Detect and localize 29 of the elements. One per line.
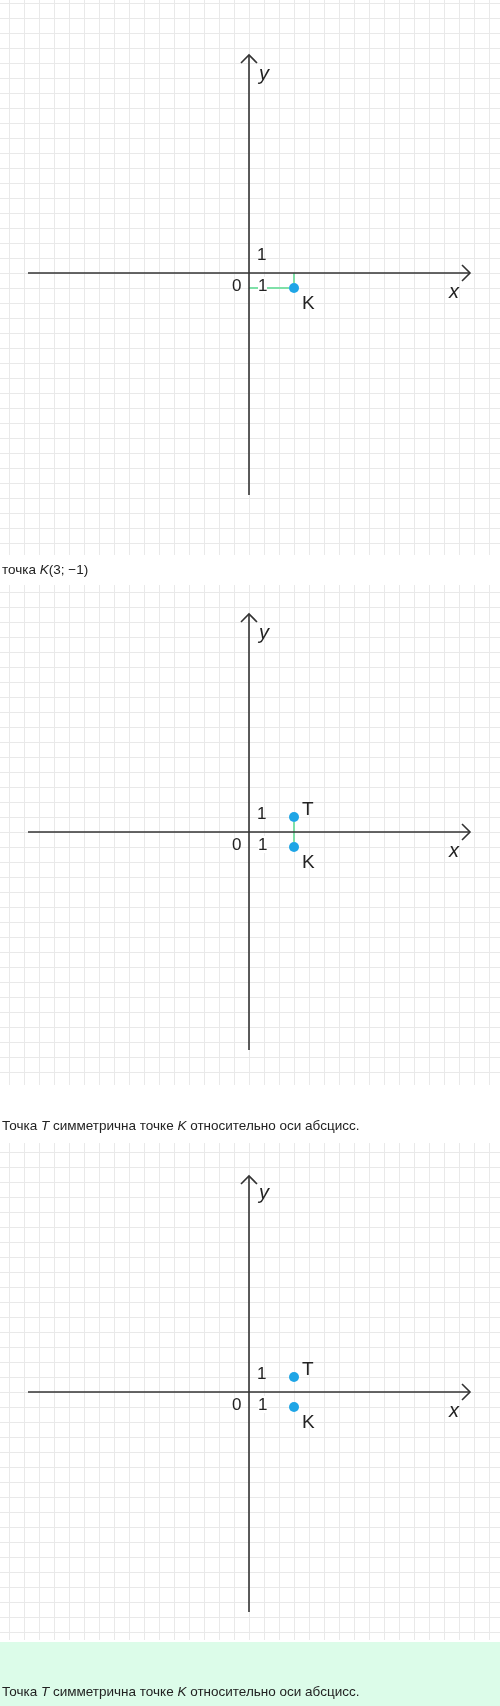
point-label: T (302, 799, 314, 818)
point-label: K (302, 852, 315, 871)
caption-text: точка K(3; −1) (2, 562, 89, 579)
axis-label: y (259, 1182, 269, 1202)
tick-label: 1 (258, 277, 268, 294)
tick-label: 1 (258, 1396, 268, 1413)
axis-label: x (449, 840, 459, 860)
axis-label: x (449, 1400, 459, 1420)
point-dot (289, 842, 299, 852)
axis-label: y (259, 63, 269, 83)
tick-label: 1 (257, 246, 267, 263)
point-label: K (302, 293, 315, 312)
segment-line (293, 821, 295, 843)
origin-label: 0 (232, 836, 242, 853)
point-dot (289, 1372, 299, 1382)
caption-text: Точка T симметрична точке K относительно оси абсцисс. (2, 1118, 360, 1135)
point-dot (289, 1402, 299, 1412)
tick-label: 1 (257, 1365, 267, 1382)
point-dot (289, 812, 299, 822)
point-dot (289, 283, 299, 293)
point-label: T (302, 1359, 314, 1378)
origin-label: 0 (232, 1396, 242, 1413)
point-label: K (302, 1412, 315, 1431)
caption-text: Точка T симметрична точке K относительно оси абсцисс. (2, 1684, 360, 1701)
axis-label: y (259, 622, 269, 642)
tick-label: 1 (258, 836, 268, 853)
origin-label: 0 (232, 277, 242, 294)
tick-label: 1 (257, 805, 267, 822)
axis-label: x (449, 281, 459, 301)
